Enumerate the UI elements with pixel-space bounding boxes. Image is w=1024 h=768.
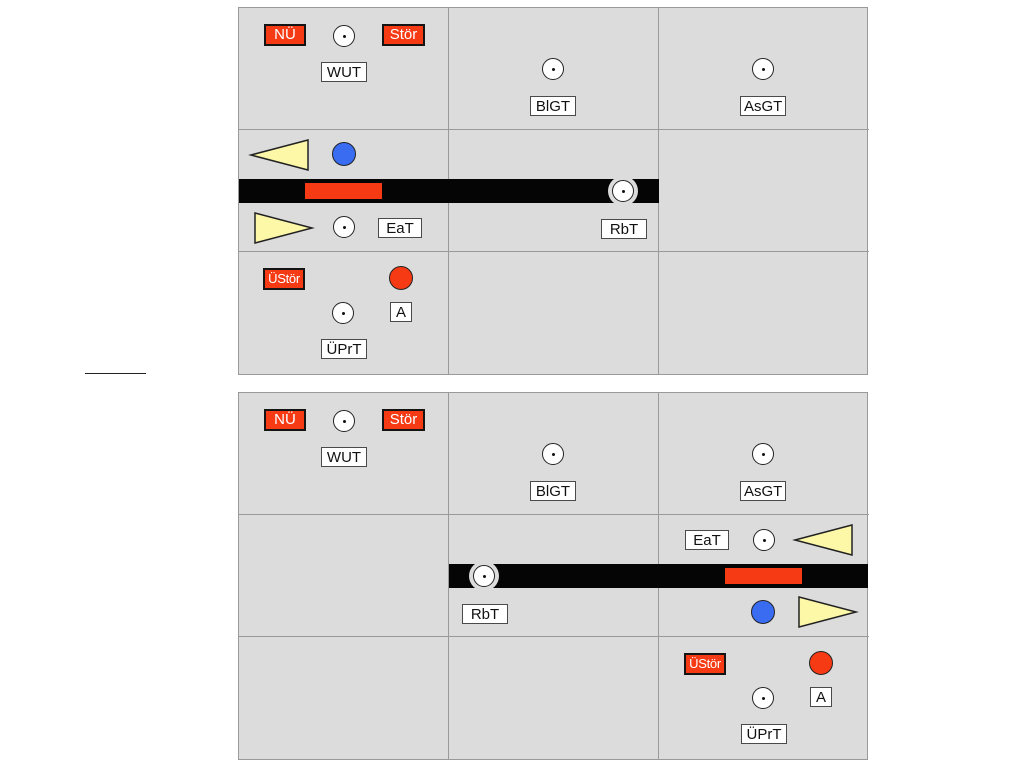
uprt-indicator-icon[interactable] — [752, 687, 774, 709]
cell-top-r0-c2: AsGT — [659, 8, 869, 130]
rbt-button-label[interactable]: RbT — [462, 604, 508, 624]
a-button-label[interactable]: A — [390, 302, 412, 322]
blgt-button-label[interactable]: BlGT — [530, 96, 576, 116]
eat-indicator-icon[interactable] — [753, 529, 775, 551]
blue-lamp-icon — [332, 142, 356, 166]
wut-button-label[interactable]: WUT — [321, 447, 367, 467]
nu-indicator-icon[interactable] — [333, 25, 355, 47]
ustor-alarm-label: ÜStör — [263, 268, 305, 290]
triangle-left-icon[interactable] — [792, 524, 854, 556]
triangle-right-icon[interactable] — [254, 212, 315, 244]
blgt-indicator-icon[interactable] — [542, 443, 564, 465]
cell-top-r1-c2 — [659, 130, 869, 252]
stor-alarm-label: Stör — [382, 24, 425, 46]
asgt-indicator-icon[interactable] — [752, 443, 774, 465]
cell-top-r0-c0: NÜ Stör WUT — [239, 8, 449, 130]
blgt-indicator-icon[interactable] — [542, 58, 564, 80]
track-section — [449, 564, 868, 588]
red-lamp-icon — [809, 651, 833, 675]
ustor-alarm-label: ÜStör — [684, 653, 726, 675]
nu-alarm-label: NÜ — [264, 409, 306, 431]
control-panel-bottom: NÜ Stör WUT BlGT AsGT ÜStör A ÜPrT EaT R… — [238, 392, 869, 760]
cell-top-r0-c1: BlGT — [449, 8, 659, 130]
control-panel-top: NÜ Stör WUT BlGT AsGT ÜStör A ÜPrT EaT R… — [238, 7, 869, 375]
cell-bottom-r0-c2: AsGT — [659, 393, 869, 515]
triangle-left-icon[interactable] — [248, 139, 310, 171]
stor-alarm-label: Stör — [382, 409, 425, 431]
uprt-button-label[interactable]: ÜPrT — [321, 339, 367, 359]
uprt-button-label[interactable]: ÜPrT — [741, 724, 787, 744]
rbt-indicator-icon[interactable] — [473, 565, 495, 587]
blgt-button-label[interactable]: BlGT — [530, 481, 576, 501]
eat-button-label[interactable]: EaT — [685, 530, 729, 550]
cell-bottom-r2-c0 — [239, 637, 449, 759]
rbt-indicator-icon[interactable] — [612, 180, 634, 202]
track-section — [239, 179, 659, 203]
separator-line — [85, 373, 146, 374]
nu-alarm-label: NÜ — [264, 24, 306, 46]
cell-bottom-r2-c1 — [449, 637, 659, 759]
blue-lamp-icon — [751, 600, 775, 624]
asgt-indicator-icon[interactable] — [752, 58, 774, 80]
cell-bottom-r1-c0 — [239, 515, 449, 637]
occupied-track-marker — [305, 183, 382, 199]
cell-top-r2-c1 — [449, 252, 659, 374]
eat-button-label[interactable]: EaT — [378, 218, 422, 238]
nu-indicator-icon[interactable] — [333, 410, 355, 432]
eat-indicator-icon[interactable] — [333, 216, 355, 238]
asgt-button-label[interactable]: AsGT — [740, 96, 786, 116]
uprt-indicator-icon[interactable] — [332, 302, 354, 324]
rbt-button-label[interactable]: RbT — [601, 219, 647, 239]
cell-top-r2-c0: ÜStör A ÜPrT — [239, 252, 449, 374]
wut-button-label[interactable]: WUT — [321, 62, 367, 82]
asgt-button-label[interactable]: AsGT — [740, 481, 786, 501]
triangle-right-icon[interactable] — [798, 596, 859, 628]
occupied-track-marker — [725, 568, 802, 584]
cell-bottom-r0-c1: BlGT — [449, 393, 659, 515]
a-button-label[interactable]: A — [810, 687, 832, 707]
cell-top-r2-c2 — [659, 252, 869, 374]
cell-bottom-r2-c2: ÜStör A ÜPrT — [659, 637, 869, 759]
cell-bottom-r1-c2 — [659, 515, 869, 637]
red-lamp-icon — [389, 266, 413, 290]
cell-bottom-r0-c0: NÜ Stör WUT — [239, 393, 449, 515]
